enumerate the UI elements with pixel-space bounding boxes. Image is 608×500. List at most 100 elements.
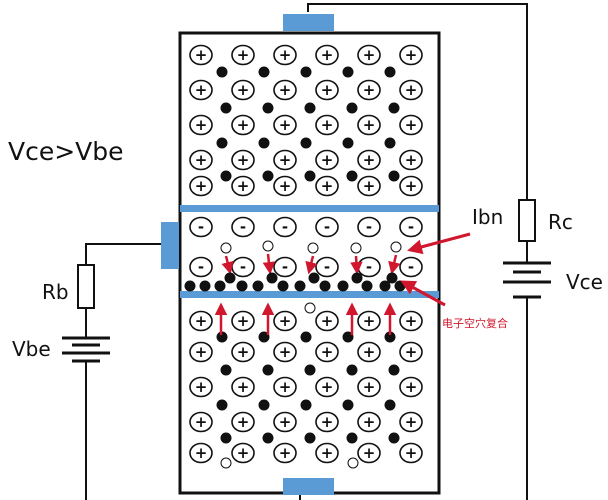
injected-electron xyxy=(214,280,226,292)
donor-ion: + xyxy=(189,79,213,101)
donor-ion: + xyxy=(273,44,297,66)
free-electron xyxy=(262,364,274,376)
free-electron xyxy=(220,364,232,376)
free-electron xyxy=(384,137,396,149)
donor-ion: + xyxy=(189,341,213,363)
donor-ion: + xyxy=(231,341,255,363)
donor-ion: + xyxy=(273,310,297,332)
injected-electron xyxy=(379,280,391,292)
donor-ion: + xyxy=(189,376,213,398)
svg-text:-: - xyxy=(324,258,330,276)
free-electron xyxy=(300,399,312,411)
donor-ion: + xyxy=(189,442,213,464)
svg-text:+: + xyxy=(363,413,376,431)
collector-electrode xyxy=(283,14,334,31)
svg-text:-: - xyxy=(408,218,414,236)
svg-text:+: + xyxy=(405,46,418,64)
svg-text:+: + xyxy=(405,116,418,134)
donor-ion: + xyxy=(315,411,339,433)
donor-ion: + xyxy=(357,79,381,101)
title-label: Vce>Vbe xyxy=(8,137,124,166)
donor-ion: + xyxy=(273,442,297,464)
donor-ion: + xyxy=(399,442,423,464)
donor-ion: + xyxy=(315,442,339,464)
free-electron xyxy=(342,66,354,78)
free-electron xyxy=(220,170,232,182)
free-electron xyxy=(258,66,270,78)
free-electron xyxy=(388,102,400,114)
svg-text:+: + xyxy=(321,343,334,361)
svg-text:+: + xyxy=(321,177,334,195)
donor-ion: + xyxy=(315,44,339,66)
base-electrode xyxy=(161,222,179,269)
donor-ion: + xyxy=(357,310,381,332)
donor-ion: + xyxy=(399,114,423,136)
donor-ion: + xyxy=(357,114,381,136)
svg-text:+: + xyxy=(363,81,376,99)
donor-ion: + xyxy=(273,114,297,136)
svg-text:+: + xyxy=(405,343,418,361)
svg-text:+: + xyxy=(363,151,376,169)
injected-electron xyxy=(252,280,264,292)
acceptor-ion: - xyxy=(273,256,297,278)
svg-text:-: - xyxy=(366,258,372,276)
donor-ion: + xyxy=(357,149,381,171)
injected-electron xyxy=(337,280,349,292)
donor-ion: + xyxy=(399,149,423,171)
free-electron xyxy=(388,364,400,376)
donor-ion: + xyxy=(273,149,297,171)
free-electron xyxy=(258,331,270,343)
donor-ion: + xyxy=(357,442,381,464)
svg-text:+: + xyxy=(237,81,250,99)
svg-text:+: + xyxy=(363,116,376,134)
injected-electron xyxy=(199,280,211,292)
svg-text:-: - xyxy=(198,218,204,236)
acceptor-ion: - xyxy=(189,256,213,278)
svg-text:+: + xyxy=(195,444,208,462)
free-electron xyxy=(346,364,358,376)
donor-ion: + xyxy=(399,79,423,101)
donor-ion: + xyxy=(399,411,423,433)
rc-label: Rc xyxy=(548,210,573,234)
donor-ion: + xyxy=(315,341,339,363)
acceptor-ion: - xyxy=(315,256,339,278)
svg-text:+: + xyxy=(321,444,334,462)
svg-text:+: + xyxy=(195,312,208,330)
svg-text:+: + xyxy=(195,81,208,99)
hole xyxy=(307,242,319,254)
ibn-callout-arrow xyxy=(407,232,471,255)
free-electron xyxy=(300,66,312,78)
free-electron xyxy=(300,331,312,343)
free-electron xyxy=(304,170,316,182)
recombination-arrow xyxy=(221,255,234,275)
svg-text:+: + xyxy=(237,116,250,134)
svg-text:+: + xyxy=(321,413,334,431)
donor-ion: + xyxy=(189,114,213,136)
donor-ion: + xyxy=(231,442,255,464)
donor-ion: + xyxy=(315,114,339,136)
svg-text:+: + xyxy=(279,378,292,396)
svg-text:+: + xyxy=(237,343,250,361)
acceptor-ion: - xyxy=(399,256,423,278)
donor-ion: + xyxy=(399,310,423,332)
donor-ion: + xyxy=(399,341,423,363)
donor-ion: + xyxy=(273,175,297,197)
free-electron xyxy=(216,137,228,149)
donor-ion: + xyxy=(231,44,255,66)
svg-text:+: + xyxy=(279,151,292,169)
free-electron xyxy=(262,102,274,114)
free-electron xyxy=(346,102,358,114)
recombining-electron xyxy=(351,272,363,284)
acceptor-ion: - xyxy=(273,216,297,238)
donor-ion: + xyxy=(273,376,297,398)
svg-text:+: + xyxy=(405,81,418,99)
free-electron xyxy=(216,66,228,78)
svg-text:+: + xyxy=(195,378,208,396)
acceptor-ion: - xyxy=(189,216,213,238)
svg-text:+: + xyxy=(237,312,250,330)
svg-text:+: + xyxy=(405,444,418,462)
hole xyxy=(220,457,232,469)
svg-text:+: + xyxy=(321,312,334,330)
free-electron xyxy=(388,170,400,182)
free-electron xyxy=(346,432,358,444)
